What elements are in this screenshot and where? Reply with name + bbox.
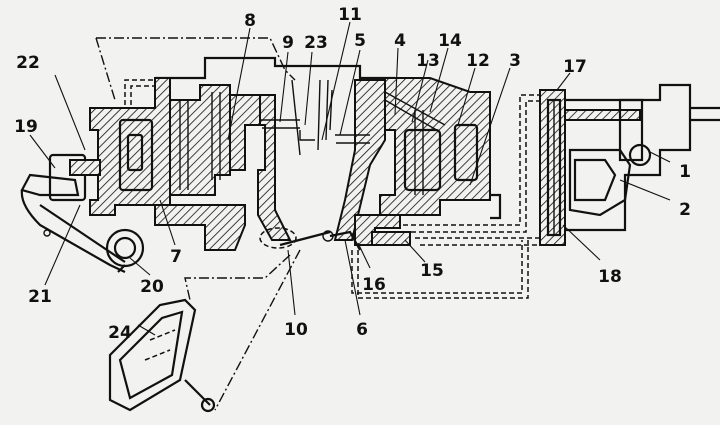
callout-20: 20 [140,277,164,297]
callout-15: 15 [420,261,444,281]
callout-13: 13 [416,51,440,71]
callout-4: 4 [394,31,406,51]
callout-11: 11 [338,5,362,25]
leader-lines [29,21,671,336]
callout-23: 23 [304,33,328,53]
callout-24: 24 [108,323,132,343]
callout-3: 3 [509,51,521,71]
pump-housing [539,83,720,246]
callout-16: 16 [362,275,386,295]
callout-10: 10 [284,320,308,340]
vacuum-lines [124,79,540,299]
callout-21: 21 [28,287,52,307]
callout-14: 14 [438,31,462,51]
callouts: 8 9 23 11 5 4 14 13 12 3 17 1 2 18 15 16… [14,5,691,343]
choke-housing [20,153,145,273]
callout-7: 7 [170,247,182,267]
callout-19: 19 [14,117,38,137]
callout-5: 5 [354,31,366,51]
pedal-lever [108,298,216,413]
callout-22: 22 [16,53,40,73]
callout-6: 6 [356,320,368,340]
callout-8: 8 [244,11,256,31]
carburetor-body [89,56,502,251]
callout-12: 12 [466,51,490,71]
callout-2: 2 [679,200,691,220]
linkage-lines [95,37,301,411]
callout-1: 1 [679,162,691,182]
callout-18: 18 [598,267,622,287]
callout-17: 17 [563,57,587,77]
callout-9: 9 [282,33,294,53]
